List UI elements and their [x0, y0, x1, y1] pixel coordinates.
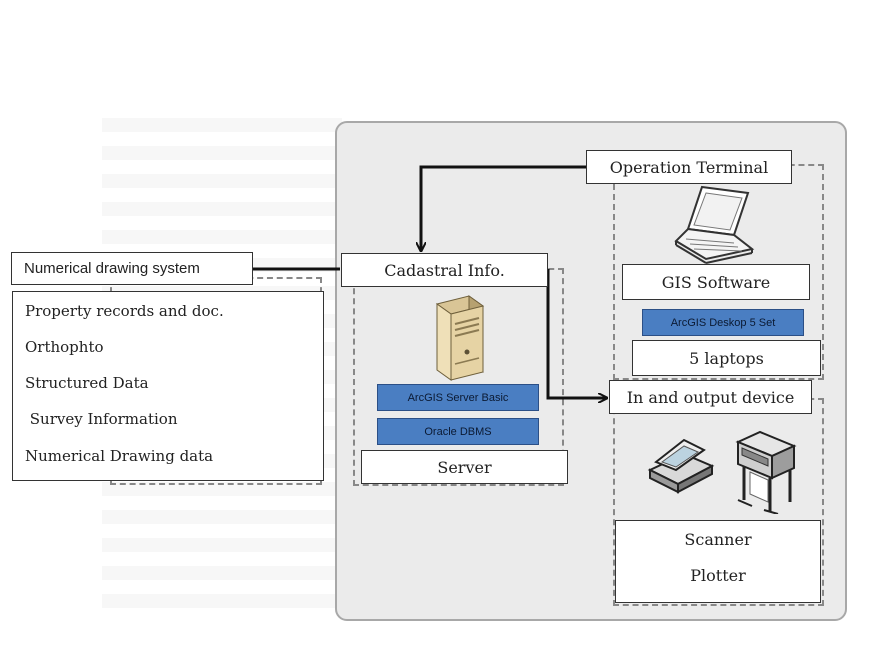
server-icon	[435, 295, 485, 381]
plotter-icon	[735, 430, 797, 514]
list-item: Survey Information	[25, 410, 178, 428]
io-device-label: In and output device	[626, 387, 795, 407]
io-device-list: Scanner Plotter	[615, 520, 821, 603]
list-item: Numerical Drawing data	[25, 447, 214, 465]
numerical-drawing-system-label: Numerical drawing system	[24, 260, 200, 277]
arrow-terminal-to-cadastral	[421, 165, 586, 250]
cadastral-info-label: Cadastral Info.	[384, 260, 505, 280]
numerical-drawing-system-box: Numerical drawing system	[11, 252, 253, 285]
plotter-label: Plotter	[690, 566, 746, 585]
gis-software-box: GIS Software	[622, 264, 810, 300]
io-device-box: In and output device	[609, 380, 812, 414]
operation-terminal-box: Operation Terminal	[586, 150, 792, 184]
scanner-icon	[647, 438, 715, 494]
scanner-label: Scanner	[684, 530, 752, 549]
gis-software-label: GIS Software	[661, 272, 771, 292]
list-item: Orthophto	[25, 338, 104, 356]
laptops-box: 5 laptops	[632, 340, 821, 376]
arcgis-server-bar: ArcGIS Server Basic	[377, 384, 539, 411]
oracle-dbms-bar: Oracle DBMS	[377, 418, 539, 445]
list-item: Structured Data	[25, 374, 149, 392]
laptops-label: 5 laptops	[689, 348, 764, 368]
arrow-cadastral-to-io	[546, 269, 606, 398]
server-label: Server	[437, 457, 492, 477]
server-label-box: Server	[361, 450, 568, 484]
cadastral-info-box: Cadastral Info.	[341, 253, 548, 287]
list-item: Property records and doc.	[25, 302, 224, 320]
laptop-icon	[674, 185, 755, 264]
external-data-list: Property records and doc. Orthophto Stru…	[12, 291, 324, 481]
arcgis-desktop-bar: ArcGIS Deskop 5 Set	[642, 309, 804, 336]
operation-terminal-label: Operation Terminal	[609, 157, 769, 177]
